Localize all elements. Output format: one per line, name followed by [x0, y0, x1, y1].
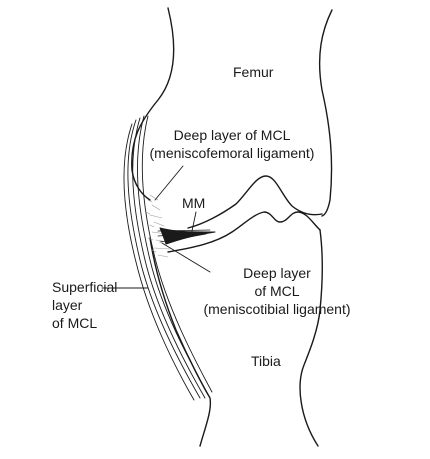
deep-mcl-femoral-line1: Deep layer of MCL [173, 127, 291, 143]
femur-label: Femur [233, 64, 274, 80]
superficial-line3: of MCL [52, 315, 98, 331]
leader-tibial [161, 242, 211, 273]
mm-label: MM [182, 195, 206, 211]
deep-mcl-tibial-line2: of MCL [254, 283, 300, 299]
deep-mcl-tibial-label: Deep layer of MCL (meniscotibial ligamen… [196, 264, 358, 318]
tibial-plateau-outline [167, 211, 321, 253]
superficial-line1: Superficial [52, 279, 118, 295]
deep-mcl-femoral-line2: (meniscofemoral ligament) [149, 145, 315, 161]
tibia-right-outline [299, 229, 324, 447]
femur-condyle-outline [187, 175, 323, 229]
superficial-mcl-fibers [123, 115, 213, 401]
deep-mcl-femoral-label: Deep layer of MCL (meniscofemoral ligame… [148, 126, 316, 162]
tibia-label: Tibia [251, 353, 281, 369]
meniscus-fibers [157, 229, 215, 243]
deep-mcl-tibial-line3: (meniscotibial ligament) [203, 301, 351, 317]
femur-right-outline [318, 9, 333, 217]
leader-mm [191, 211, 197, 232]
superficial-mcl-label: Superficial layer of MCL [52, 278, 117, 332]
superficial-line2: layer [52, 297, 83, 313]
deep-mcl-tibial-line1: Deep layer [243, 265, 311, 281]
deep-mcl-stipple [145, 194, 171, 258]
leader-femoral [154, 165, 184, 201]
